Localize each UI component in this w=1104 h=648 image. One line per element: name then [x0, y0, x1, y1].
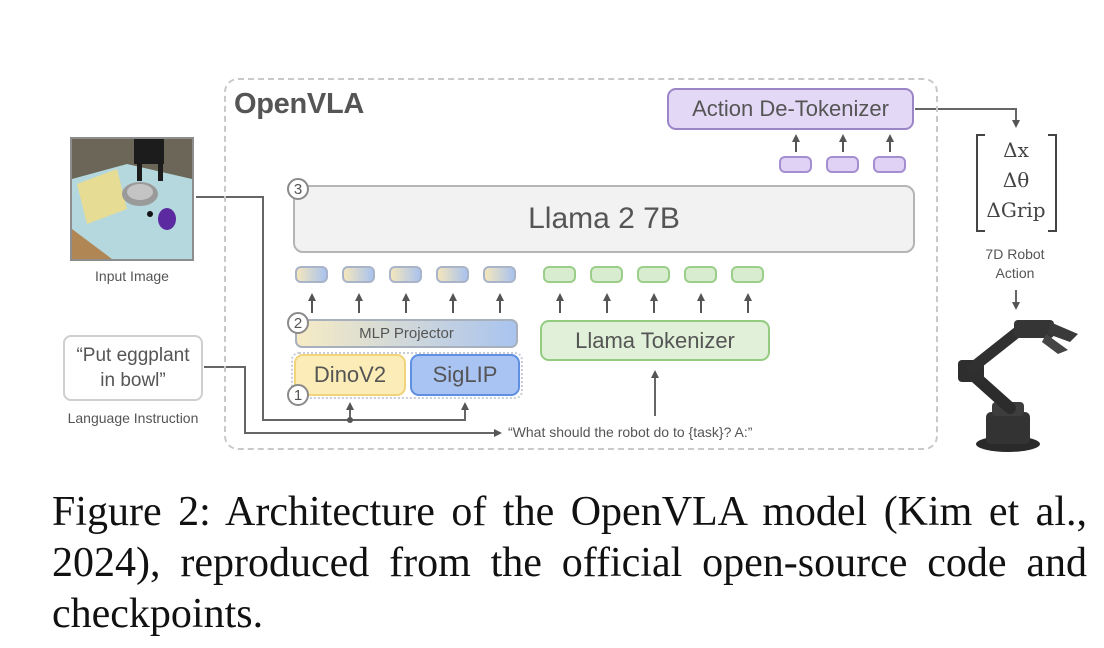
diagram-title: OpenVLA — [234, 88, 365, 120]
language-token — [684, 266, 717, 283]
robot-action-label-line-2: Action — [995, 265, 1035, 281]
llama-tokenizer-block: Llama Tokenizer — [540, 320, 770, 361]
siglip-encoder-block: SigLIP — [410, 354, 520, 396]
step-2-badge: 2 — [287, 312, 309, 334]
language-instruction-caption: Language Instruction — [67, 410, 199, 426]
vision-token — [436, 266, 469, 283]
action-detokenizer-block: Action De-Tokenizer — [667, 88, 914, 130]
robot-arm-image — [950, 312, 1090, 454]
language-token — [731, 266, 764, 283]
vision-token — [483, 266, 516, 283]
vision-token — [342, 266, 375, 283]
input-image — [70, 137, 194, 261]
vector-row-dtheta: Δθ — [1002, 168, 1030, 192]
language-token — [543, 266, 576, 283]
sink-scene-illustration — [72, 139, 192, 259]
dinov2-encoder-block: DinoV2 — [294, 354, 406, 396]
robot-action-label: 7D Robot Action — [960, 245, 1070, 283]
language-token — [637, 266, 670, 283]
action-vector: Δx Δθ ΔGrip — [974, 135, 1058, 231]
instruction-line-2: in bowl” — [100, 370, 166, 391]
llama-llm-block: Llama 2 7B — [293, 185, 915, 253]
action-token — [873, 156, 906, 173]
prompt-template: “What should the robot do to {task}? A:” — [508, 424, 753, 440]
vision-token — [295, 266, 328, 283]
vision-encoder-group — [291, 352, 523, 399]
step-1-badge: 1 — [287, 384, 309, 406]
instruction-line-1: “Put eggplant — [76, 345, 190, 366]
language-token — [590, 266, 623, 283]
mlp-projector-block: MLP Projector — [295, 319, 518, 348]
vector-row-dgrip: ΔGrip — [986, 198, 1046, 222]
step-3-badge: 3 — [287, 178, 309, 200]
robot-arm-illustration — [958, 320, 1078, 452]
vector-row-dx: Δx — [1003, 138, 1029, 162]
input-image-caption: Input Image — [95, 268, 169, 284]
robot-action-label-line-1: 7D Robot — [985, 246, 1045, 262]
action-token — [826, 156, 859, 173]
openvla-frame — [224, 78, 938, 450]
action-token — [779, 156, 812, 173]
language-instruction-box: “Put eggplant in bowl” — [63, 335, 203, 401]
figure-caption: Figure 2: Architecture of the OpenVLA mo… — [52, 489, 1087, 637]
vision-token — [389, 266, 422, 283]
